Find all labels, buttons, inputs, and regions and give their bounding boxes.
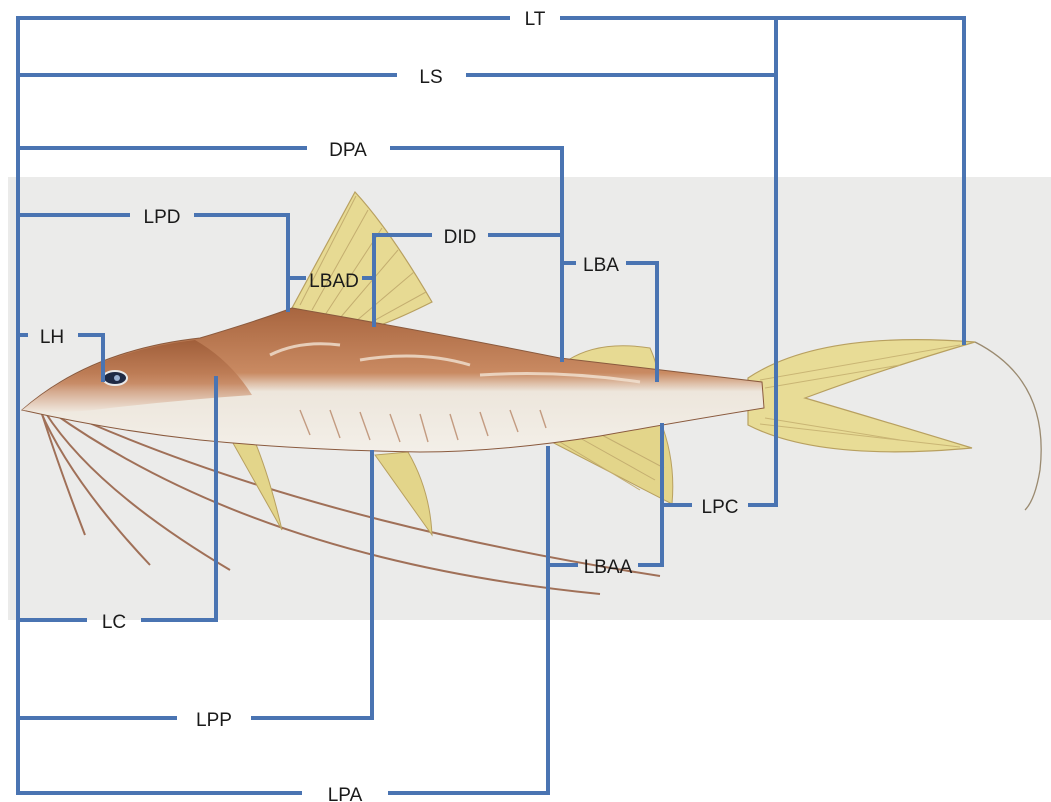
- label-did: DID: [444, 227, 477, 248]
- label-lpa: LPA: [328, 785, 363, 802]
- label-dpa: DPA: [329, 140, 367, 161]
- label-lh: LH: [40, 327, 64, 348]
- label-lbaa: LBAA: [584, 557, 633, 578]
- label-lc: LC: [102, 612, 126, 633]
- label-ls: LS: [419, 67, 442, 88]
- label-lba: LBA: [583, 255, 619, 276]
- label-lpc: LPC: [702, 497, 739, 518]
- label-lt: LT: [525, 9, 546, 30]
- label-lpd: LPD: [144, 207, 181, 228]
- label-lpp: LPP: [196, 710, 232, 731]
- label-lbad: LBAD: [309, 271, 359, 292]
